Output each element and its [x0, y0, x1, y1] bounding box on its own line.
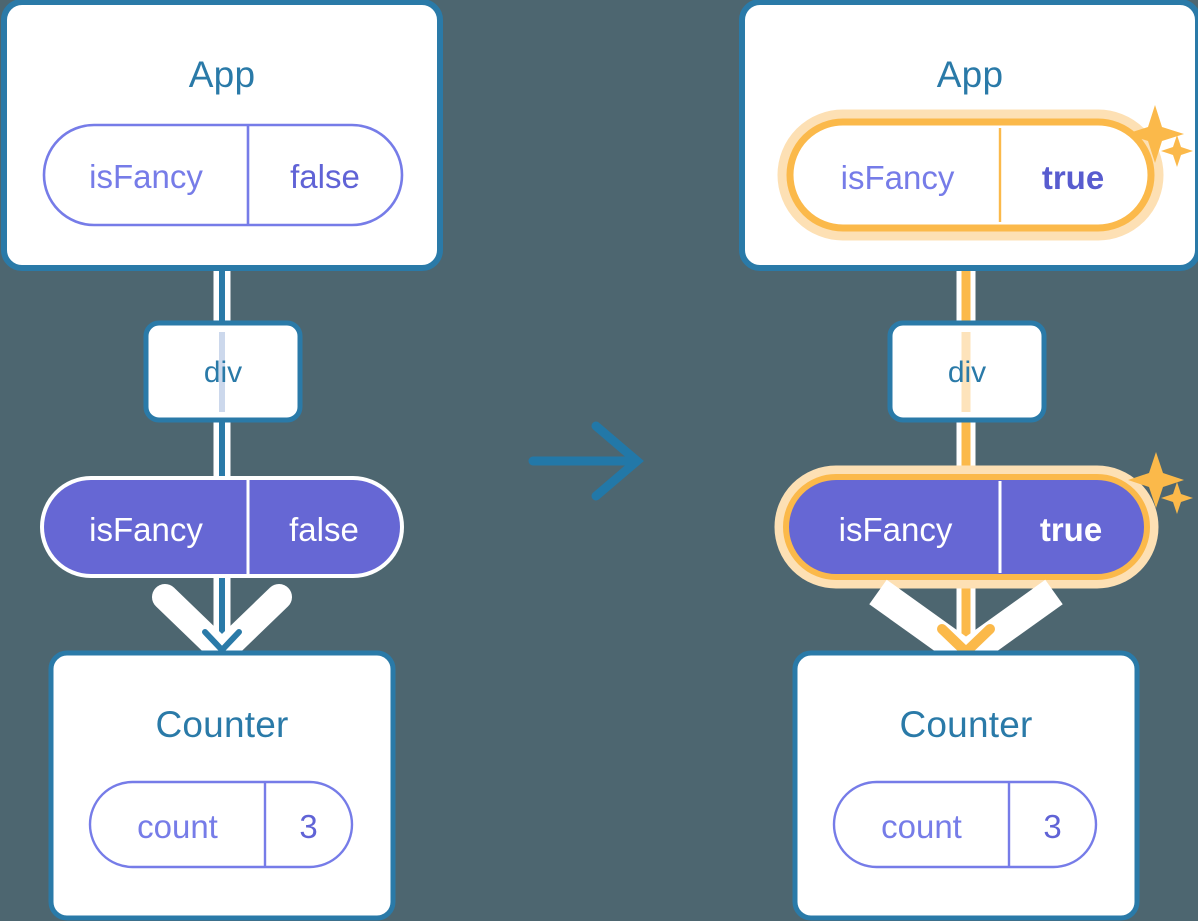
prop-pill-body — [44, 480, 400, 574]
panel-after — [739, 0, 1198, 921]
transition-arrow — [528, 421, 644, 501]
pill-outline-highlight — [786, 118, 1155, 232]
pill-glow — [777, 109, 1164, 241]
pill-outline — [42, 123, 404, 227]
app-pill-before — [42, 123, 404, 227]
sparkle-small-icon — [1161, 482, 1193, 514]
arrow-head — [591, 421, 644, 501]
sparkle-large-icon — [1128, 452, 1184, 508]
prop-pill-before — [40, 476, 404, 578]
pill-outline — [832, 780, 1098, 869]
counter-pill-before — [88, 780, 354, 869]
prop-pill-after — [774, 465, 1159, 589]
prop-pill-body — [783, 474, 1150, 580]
app-pill-after — [777, 109, 1164, 241]
sparkle-large-icon — [1126, 105, 1184, 163]
sparkle-group-middle — [1128, 452, 1193, 514]
sparkle-small-icon — [1161, 135, 1193, 167]
counter-pill-after — [832, 780, 1098, 869]
prop-pill-glow — [774, 465, 1159, 589]
pill-outline — [88, 780, 354, 869]
sparkle-group-top — [1126, 105, 1193, 167]
trunk-arrowhead-before — [202, 629, 242, 653]
panel-before — [1, 0, 443, 921]
